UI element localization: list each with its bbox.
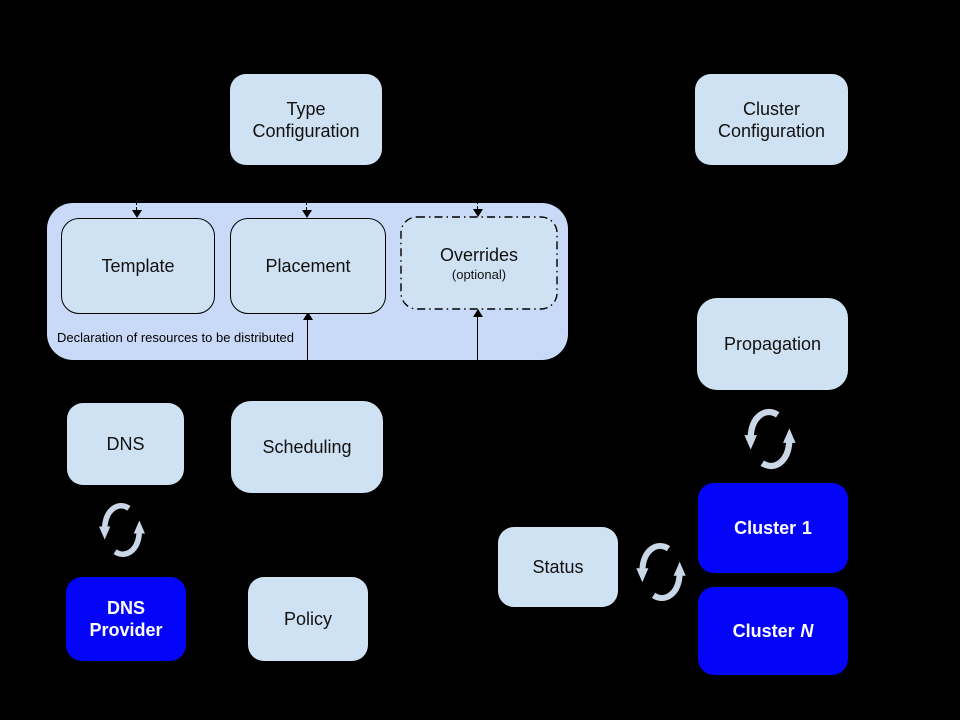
cluster-n-label-suffix: N — [800, 621, 814, 641]
sync-icon — [741, 401, 799, 477]
node-cluster-n: Cluster N — [698, 587, 848, 675]
connector-scheduling-placement — [307, 320, 308, 403]
type-configuration-label-line2: Configuration — [252, 120, 360, 141]
node-type-configuration: Type Configuration — [230, 74, 382, 165]
connector-typeconfig-placement — [306, 167, 307, 210]
node-template: Template — [61, 218, 215, 314]
node-overrides: Overrides (optional) — [400, 216, 558, 310]
overrides-sublabel: (optional) — [451, 266, 507, 282]
connector-typeconfig-overrides — [477, 167, 478, 209]
node-cluster-configuration: Cluster Configuration — [695, 74, 848, 165]
arrowhead-template-icon — [131, 210, 142, 218]
cluster-1-label-suffix: 1 — [801, 518, 812, 538]
arrowhead-placement-icon — [301, 210, 312, 218]
status-label: Status — [532, 557, 584, 577]
cluster-1-label-prefix: Cluster — [734, 518, 797, 538]
node-policy: Policy — [248, 577, 368, 661]
sync-icon — [633, 535, 689, 609]
node-cluster-1: Cluster 1 — [698, 483, 848, 573]
cluster-configuration-label-line2: Configuration — [717, 120, 826, 141]
node-placement: Placement — [230, 218, 386, 314]
sync-icon — [96, 492, 148, 568]
node-dns-provider: DNS Provider — [66, 577, 186, 661]
dns-provider-label-line2: Provider — [89, 620, 163, 640]
scheduling-label: Scheduling — [262, 437, 352, 457]
dns-label: DNS — [106, 434, 145, 454]
node-dns: DNS — [67, 403, 184, 485]
connector-overrides-bottom — [477, 317, 478, 390]
type-configuration-label-line1: Type — [286, 98, 326, 119]
resource-declaration-caption: Declaration of resources to be distribut… — [57, 330, 295, 345]
arrowhead-overrides-bottom-icon — [472, 309, 483, 317]
propagation-label: Propagation — [723, 334, 822, 354]
arrowhead-placement-bottom-icon — [302, 312, 313, 320]
cluster-configuration-label-line1: Cluster — [742, 98, 800, 119]
dns-provider-label-line1: DNS — [106, 598, 145, 618]
policy-label: Policy — [283, 609, 332, 629]
connector-typeconfig-template — [136, 167, 137, 210]
node-propagation: Propagation — [697, 298, 848, 390]
cluster-n-label-prefix: Cluster — [732, 621, 795, 641]
arrowhead-overrides-top-icon — [472, 209, 483, 217]
node-scheduling: Scheduling — [231, 401, 383, 493]
template-label: Template — [101, 256, 175, 276]
node-status: Status — [498, 527, 618, 607]
placement-label: Placement — [265, 256, 351, 276]
overrides-label: Overrides — [439, 244, 519, 265]
